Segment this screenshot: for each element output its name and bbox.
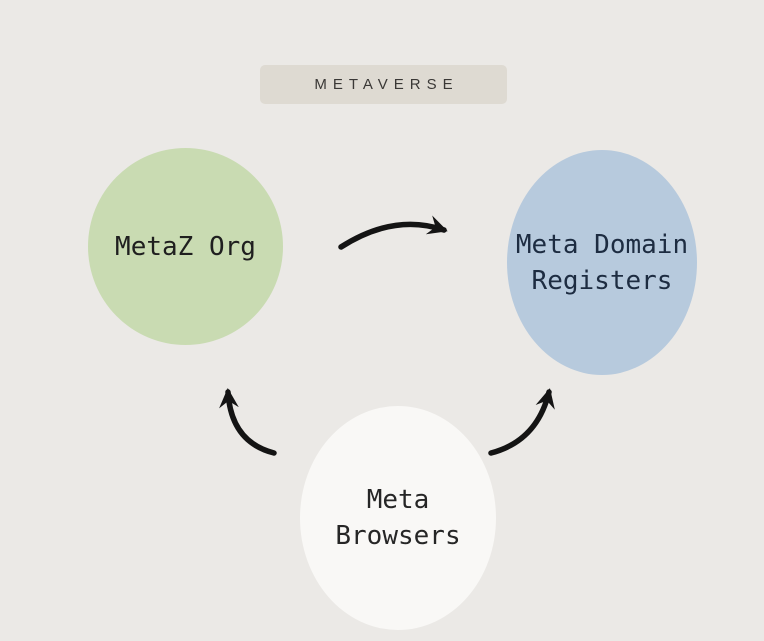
title-pill: METAVERSE	[260, 65, 507, 104]
node-metaz-org-label: MetaZ Org	[115, 231, 256, 262]
title-label: METAVERSE	[314, 76, 459, 93]
node-meta-browsers-label-line2: Browsers	[335, 521, 461, 551]
node-meta-domain-registers-label-line1: Meta Domain	[515, 229, 689, 260]
arrow-metaz-org-to-meta-domain-registers	[338, 215, 448, 250]
node-metaz-org: MetaZ Org	[88, 148, 283, 345]
node-meta-domain-registers: Meta Domain Registers	[507, 150, 697, 375]
node-meta-domain-registers-label-line2: Registers	[531, 265, 673, 296]
node-meta-browsers-label-line1: Meta	[366, 485, 430, 515]
arrow-meta-browsers-to-meta-domain-registers	[488, 388, 555, 456]
arrow-meta-browsers-to-metaz-org	[219, 388, 277, 456]
node-meta-browsers: Meta Browsers	[300, 406, 496, 630]
